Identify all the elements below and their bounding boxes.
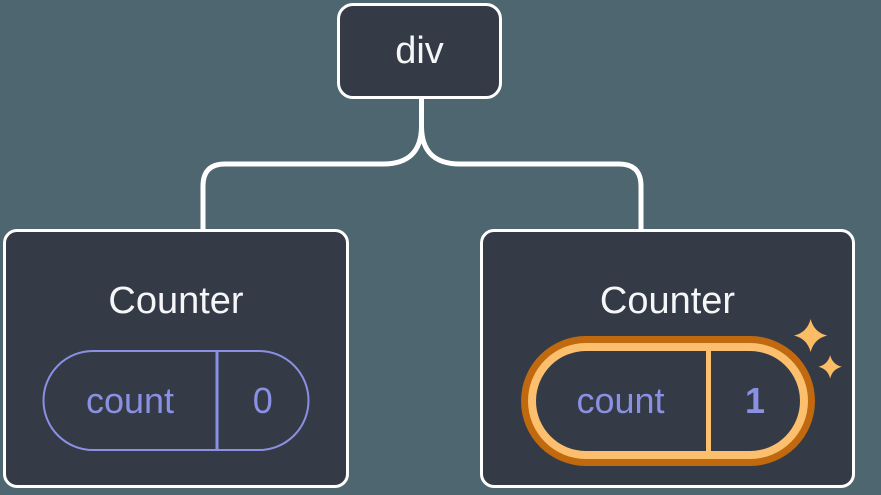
- tree-node-counter-first: Counter count 0: [3, 229, 349, 488]
- state-pill: count 0: [42, 350, 310, 451]
- state-value: 0: [252, 379, 273, 421]
- connector-left-branch: [200, 123, 424, 235]
- tree-node-div: div: [337, 3, 502, 99]
- state-key: count: [576, 380, 665, 421]
- tree-node-counter-second: Counter count 1: [480, 229, 855, 488]
- state-pill: count 1: [535, 351, 800, 451]
- state-pill-highlight-inner-ring: count 1: [527, 343, 808, 459]
- state-pill-divider: [215, 352, 218, 449]
- component-name: Counter: [108, 280, 244, 322]
- state-value: 1: [744, 380, 766, 421]
- state-pill-divider: [705, 351, 711, 451]
- component-name: Counter: [599, 280, 736, 322]
- sparkle-small: [818, 355, 842, 379]
- connector-right-branch: [419, 123, 644, 235]
- node-label: div: [395, 29, 444, 72]
- sparkle-large: [794, 318, 828, 353]
- state-pill-highlight-ring: count 1: [520, 336, 815, 466]
- state-key: count: [85, 379, 175, 421]
